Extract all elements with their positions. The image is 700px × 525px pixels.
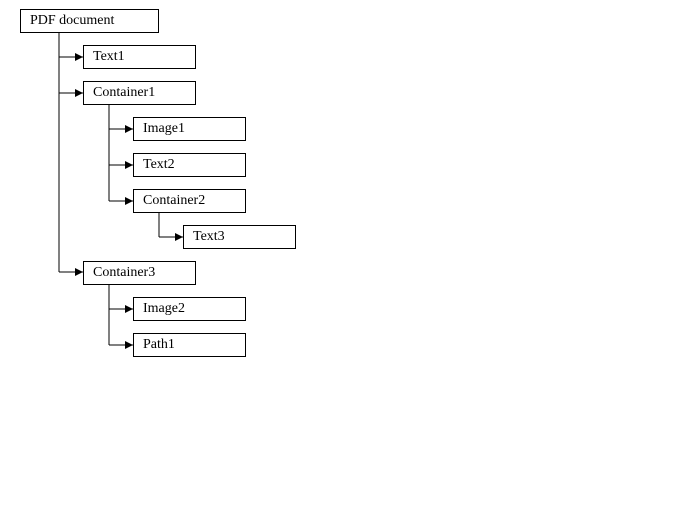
node-text1: Text1	[83, 45, 196, 69]
node-container3: Container3	[83, 261, 196, 285]
node-container2: Container2	[133, 189, 246, 213]
node-path1: Path1	[133, 333, 246, 357]
node-container1: Container1	[83, 81, 196, 105]
node-text3: Text3	[183, 225, 296, 249]
node-pdf-document: PDF document	[20, 9, 159, 33]
node-text2: Text2	[133, 153, 246, 177]
node-image2: Image2	[133, 297, 246, 321]
node-image1: Image1	[133, 117, 246, 141]
